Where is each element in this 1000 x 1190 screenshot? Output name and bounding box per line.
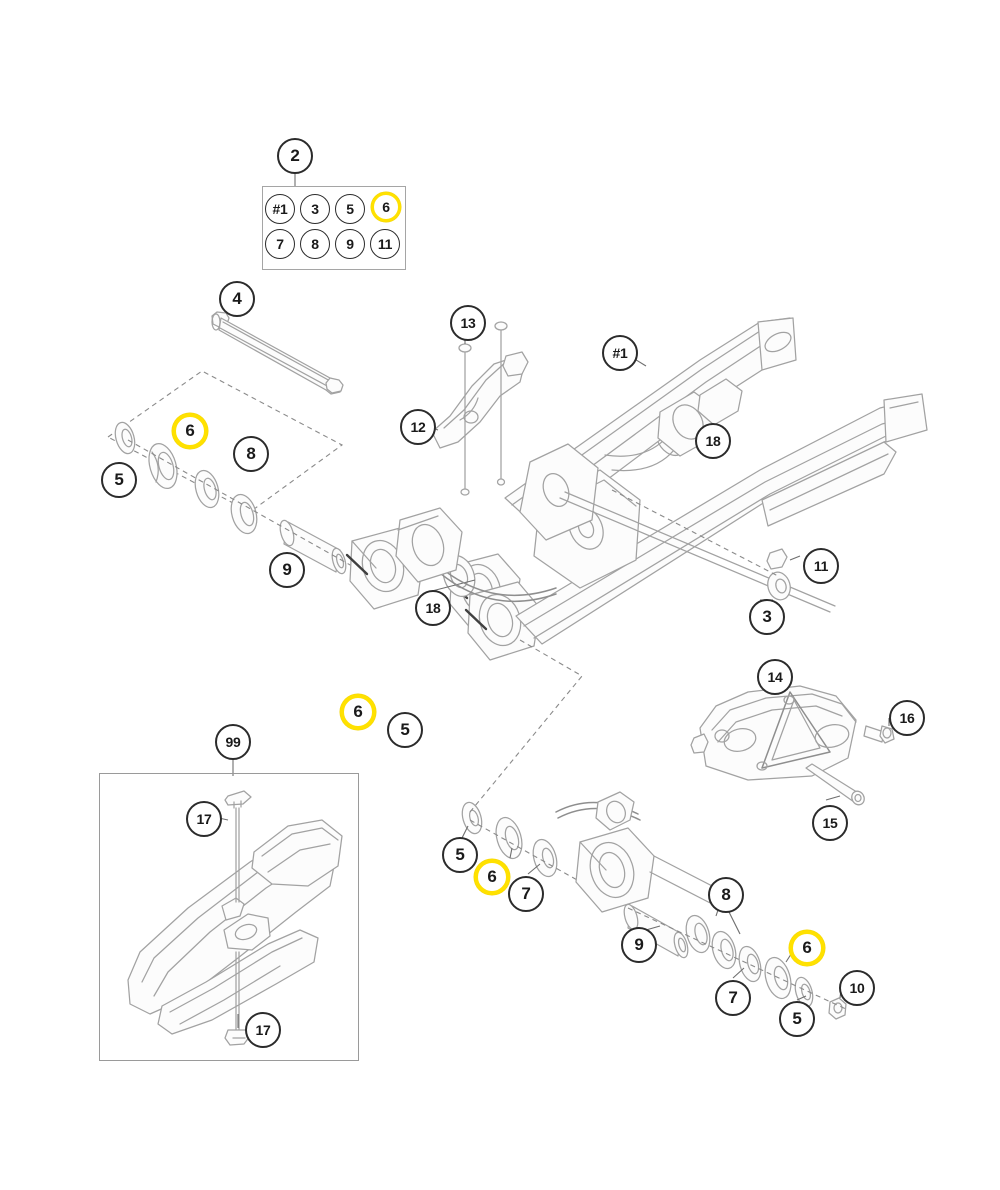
callout-14[interactable]: 14	[757, 659, 793, 695]
callout-5[interactable]: 5	[442, 837, 478, 873]
left-bearing-stack	[114, 421, 353, 575]
callout-5[interactable]: 5	[387, 712, 423, 748]
callout-7[interactable]: 7	[715, 980, 751, 1016]
callout-9[interactable]: 9	[621, 927, 657, 963]
callout-15[interactable]: 15	[812, 805, 848, 841]
callout-6[interactable]: 6	[172, 413, 208, 449]
callout-5[interactable]: 5	[101, 462, 137, 498]
callout-10[interactable]: 10	[839, 970, 875, 1006]
part-13-screws	[458, 321, 508, 496]
part-3-11-bushing	[766, 548, 791, 601]
callout-7[interactable]: 7	[265, 229, 295, 259]
callout-11[interactable]: 11	[803, 548, 839, 584]
mid-bottom-bearing-stack	[461, 801, 621, 905]
callout-8[interactable]: 8	[233, 436, 269, 472]
callout-7[interactable]: 7	[508, 876, 544, 912]
callout-99[interactable]: 99	[215, 724, 251, 760]
callout-4[interactable]: 4	[219, 281, 255, 317]
part-16-bolt	[863, 725, 895, 744]
inset-frame-chain-guide	[99, 773, 359, 1061]
alignment-guide	[106, 370, 344, 513]
inset-chain-guide-art	[127, 790, 343, 1046]
callout-16[interactable]: 16	[889, 700, 925, 736]
callout-18[interactable]: 18	[415, 590, 451, 626]
exploded-guide-zigzag	[469, 639, 583, 813]
callout-9[interactable]: 9	[335, 229, 365, 259]
callout-17[interactable]: 17	[186, 801, 222, 837]
callout-6[interactable]: 6	[371, 192, 401, 222]
callout-6[interactable]: 6	[474, 859, 510, 895]
part-4-pivot-bolt	[211, 311, 344, 395]
callout-18[interactable]: 18	[695, 423, 731, 459]
part-15-bolt	[805, 763, 865, 806]
callout-3[interactable]: 3	[749, 599, 785, 635]
callout-2[interactable]: 2	[277, 138, 313, 174]
callout-8[interactable]: 8	[708, 877, 744, 913]
rear-swingarm-eye	[555, 791, 721, 913]
callout-6[interactable]: 6	[789, 930, 825, 966]
callout-12[interactable]: 12	[400, 409, 436, 445]
callout-5[interactable]: 5	[335, 194, 365, 224]
callout-3[interactable]: 3	[300, 194, 330, 224]
callout-5[interactable]: 5	[779, 1001, 815, 1037]
callout-11[interactable]: 11	[370, 229, 400, 259]
part-14-chain-slider	[690, 685, 857, 781]
callout-17[interactable]: 17	[245, 1012, 281, 1048]
swingarm-main-body	[395, 317, 928, 645]
callout-hash1[interactable]: #1	[265, 194, 295, 224]
callout-13[interactable]: 13	[450, 305, 486, 341]
part-12-bracket	[431, 351, 529, 449]
callout-6[interactable]: 6	[340, 694, 376, 730]
callout-9[interactable]: 9	[269, 552, 305, 588]
callout-8[interactable]: 8	[300, 229, 330, 259]
callout-hash1[interactable]: #1	[602, 335, 638, 371]
